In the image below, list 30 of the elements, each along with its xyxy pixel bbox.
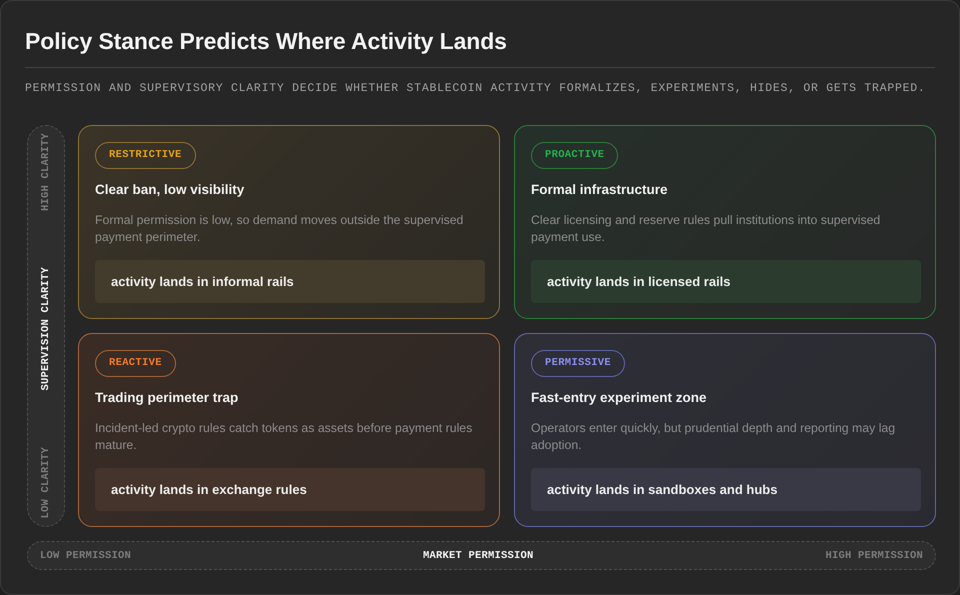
axis-end-label: LOW CLARITY (40, 447, 52, 519)
card-heading: Formal infrastructure (531, 182, 668, 197)
card-description: Operators enter quickly, but prudential depth and reporting may lag adoption. (531, 420, 896, 454)
card-description: Clear licensing and reserve rules pull institutions into supervised payment use. (531, 212, 882, 246)
stance-tag: REACTIVE (95, 350, 176, 377)
outcome-panel: activity lands in informal rails (95, 260, 485, 303)
axis-band (27, 541, 936, 570)
card-description: Incident-led crypto rules catch tokens as assets before payment rules mature. (95, 420, 474, 454)
outcome-panel: activity lands in sandboxes and hubs (531, 468, 921, 511)
stance-tag: PERMISSIVE (531, 350, 626, 377)
axis-title: MARKET PERMISSION (422, 550, 534, 562)
axis-end-label: HIGH CLARITY (40, 133, 52, 212)
quadrant-card (78, 125, 500, 319)
axis-title: SUPERVISION CLARITY (40, 267, 52, 392)
card-description: Formal permission is low, so demand moves outside the supervised payment perimeter. (95, 212, 464, 246)
stance-tag: PROACTIVE (531, 142, 618, 169)
subtitle: PERMISSION AND SUPERVISORY CLARITY DECIDE WHETHER STABLECOIN ACTIVITY FORMALIZES, EXPERIMENTS, HIDES, OR GETS TRAPPED. (25, 82, 926, 95)
card-heading: Trading perimeter trap (95, 390, 238, 405)
title: Policy Stance Predicts Where Activity Lands (25, 28, 507, 55)
outcome-panel: activity lands in licensed rails (531, 260, 921, 303)
card-heading: Clear ban, low visibility (95, 182, 244, 197)
outcome-panel: activity lands in exchange rules (95, 468, 485, 511)
axis-end-label: LOW PERMISSION (40, 550, 132, 562)
card-heading: Fast-entry experiment zone (531, 390, 707, 405)
axis-band (27, 125, 65, 527)
axis-end-label: HIGH PERMISSION (825, 550, 923, 562)
stance-tag: RESTRICTIVE (95, 142, 196, 169)
quadrant-card (78, 333, 500, 527)
quadrant-card (514, 125, 936, 319)
quadrant-card (514, 333, 936, 527)
